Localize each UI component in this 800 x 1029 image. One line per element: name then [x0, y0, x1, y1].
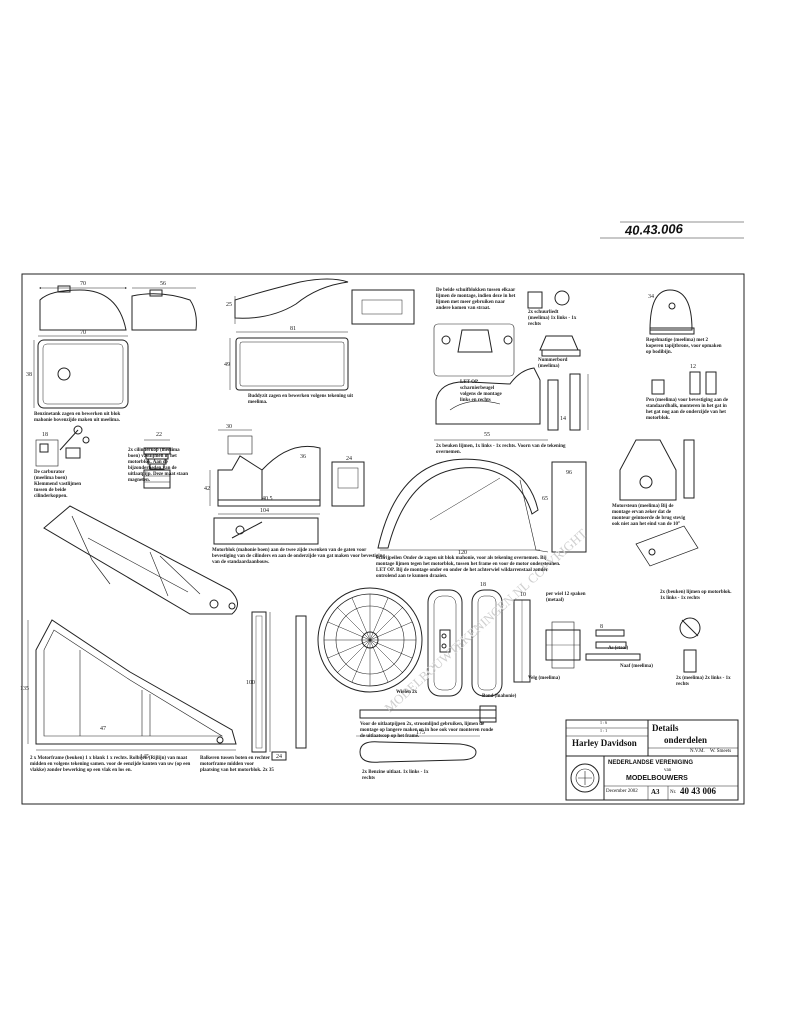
scale-row-2: 1 : 1 — [600, 728, 608, 733]
drawing-date: December 2002 — [606, 789, 638, 794]
rear-fender — [377, 458, 587, 553]
svg-text:55: 55 — [484, 432, 490, 438]
svg-text:30: 30 — [226, 424, 232, 430]
svg-text:96: 96 — [566, 470, 572, 476]
note-cylinder: 2x cilinderkop (meelima boen) vastlijmen… — [128, 448, 188, 483]
scale-row-1: 1 : 6 — [600, 720, 608, 725]
svg-text:18: 18 — [480, 582, 486, 588]
note-frame: 2 x Motorframe (beuken) 1 x blank 1 x re… — [30, 756, 191, 773]
svg-text:10: 10 — [520, 592, 526, 598]
note-tank: Benzinetank zagen en bewerken uit blok m… — [34, 412, 121, 423]
note-bracket: 2x (beuken) lijmen op motorblok. 1x link… — [660, 590, 732, 601]
wheel-front-view — [317, 587, 423, 693]
title-block — [565, 719, 739, 801]
association-line2: van — [664, 768, 672, 773]
note-spokes: per wiel 12 spaken (metaal) — [546, 592, 586, 603]
note-seat: Buddyzit zagen en bewerken volgens teken… — [248, 394, 354, 405]
svg-text:12: 12 — [690, 364, 696, 370]
motor-frame-top-view — [27, 619, 237, 751]
cylinder-carburetor-parts — [35, 425, 171, 489]
svg-text:145: 145 — [140, 754, 149, 760]
handlebar-lamp-parts — [433, 290, 581, 377]
svg-text:25: 25 — [226, 302, 232, 308]
cross-bars — [251, 611, 307, 761]
svg-text:24: 24 — [346, 456, 352, 462]
svg-text:42: 42 — [204, 486, 210, 492]
note-number-plate: Nummerbord (meelima) — [538, 358, 568, 369]
svg-text:81: 81 — [290, 326, 296, 332]
note-fender: Schrijpeilen Onder de zagen uit blok mah… — [376, 556, 561, 579]
svg-text:24: 24 — [276, 754, 282, 760]
note-wheels: Wielen 2x — [396, 690, 418, 695]
note-axle-b: As (staal) — [608, 646, 629, 651]
fuel-tank-views — [33, 285, 197, 409]
note-tire: Band (mahonie) — [482, 694, 517, 699]
engine-block-views — [209, 429, 365, 545]
note-carburetor: De carburator (meelima boen) Klemmend va… — [34, 470, 82, 499]
svg-text:70: 70 — [80, 281, 86, 287]
svg-text:22: 22 — [156, 432, 162, 438]
svg-text:8: 8 — [600, 624, 603, 630]
note-steering: 2x beuken lijmen, 1x links - 1x rechts. … — [436, 444, 566, 455]
watermark-text: MODELBOUWTEKENINGEN.NL COPYRIGHT — [381, 526, 589, 716]
number-label: Nr. — [670, 790, 677, 795]
motor-frame-side-view — [43, 505, 238, 615]
sheet-title-line1: Details — [652, 723, 679, 733]
svg-text:18: 18 — [42, 432, 48, 438]
note-handlebar: De beide schuifblokken tussen elkaar lij… — [436, 288, 516, 311]
number-plate-mount — [434, 367, 589, 441]
drawer-name: W. Smeets — [710, 749, 732, 754]
svg-text:135: 135 — [20, 686, 29, 692]
sheet-format: A3 — [651, 788, 660, 796]
note-frame-mid: Balkeren tussen boten en rechter motorfr… — [200, 756, 274, 773]
model-name: Harley Davidson — [572, 738, 637, 748]
svg-text:56: 56 — [160, 281, 166, 287]
sheet-border — [21, 273, 745, 805]
svg-text:175: 175 — [416, 730, 425, 736]
note-exhaust: Voor de uitlaatpijpen 2x, stroomlijnd ge… — [360, 722, 494, 739]
note-engine-block: Motorblok (mahonie boen) aan de twee zij… — [212, 548, 385, 565]
dimension-labels: 70 56 70 38 25 81 49 18 22 30 42 104 40.… — [20, 281, 696, 760]
note-exhaust-b: 2x Benzine uitlaat. 1x links - 1x rechts — [362, 770, 429, 781]
svg-text:70: 70 — [80, 330, 86, 336]
note-lamp: 2x schuurliedt (meelima) 1x links - 1x r… — [528, 310, 577, 327]
association-line1: NEDERLANDSE VERENIGING — [608, 760, 694, 766]
svg-text:34: 34 — [648, 294, 654, 300]
exhaust-pipes — [356, 705, 497, 763]
note-axle: Naaf (meelima) — [620, 664, 653, 669]
svg-text:120: 120 — [458, 550, 467, 556]
hub-axle-parts — [545, 617, 701, 673]
association-line3: MODELBOUWERS — [626, 775, 688, 782]
right-column-parts — [619, 289, 717, 567]
note-pin: Pen (meelima) voor bevestiging aan de st… — [646, 398, 728, 421]
svg-text:65: 65 — [542, 496, 548, 502]
svg-text:38: 38 — [26, 372, 32, 378]
reference-code: 40.43.006 — [624, 220, 684, 239]
note-rear-light: Regelmatige (meelima) met 2 koperen tapi… — [646, 338, 722, 355]
note-rim: Velg (meelima) — [528, 676, 560, 681]
svg-text:36: 36 — [300, 454, 306, 460]
organisation: N.V.M. — [690, 749, 705, 754]
svg-text:47: 47 — [100, 726, 106, 732]
note-nut: 2x (meelima) 2x links - 1x rechts — [676, 676, 731, 687]
svg-text:104: 104 — [260, 508, 269, 514]
note-caution: LET OP. scharnierbeugel volgens de monta… — [460, 380, 502, 403]
wheel-side-views — [427, 589, 531, 697]
seat-views — [229, 278, 415, 391]
sheet-title-line2: onderdelen — [664, 735, 708, 745]
svg-text:49: 49 — [224, 362, 230, 368]
drawing-number: 40 43 006 — [680, 786, 716, 796]
note-mount: Motorsteun (meelima) Bij de montage erva… — [612, 504, 686, 527]
association-seal — [570, 763, 600, 793]
svg-text:100: 100 — [246, 680, 255, 686]
svg-text:40.5: 40.5 — [262, 496, 273, 502]
svg-text:14: 14 — [560, 416, 566, 422]
